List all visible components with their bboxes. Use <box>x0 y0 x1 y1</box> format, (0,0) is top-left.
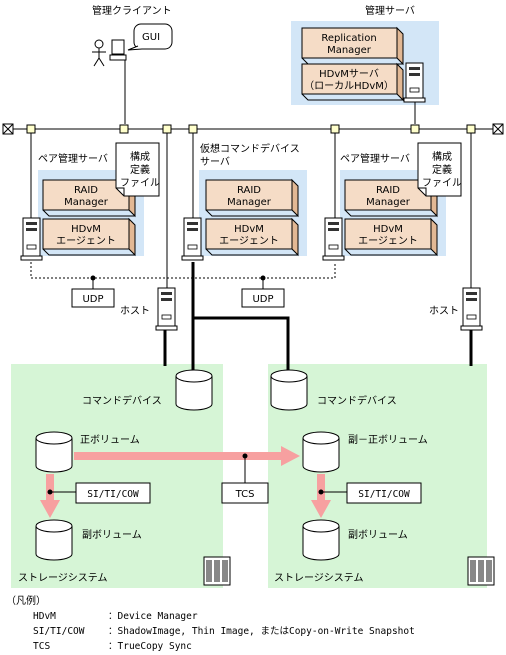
secondary-volume-left-cylinder <box>35 519 73 561</box>
si-ti-cow-right-box: SI/TI/COW <box>346 482 422 504</box>
secondary-volume-right-label: 副ボリューム <box>348 529 408 541</box>
hdvm-agent-left-box: HDvM エージェント <box>42 217 136 257</box>
gui-label: GUI <box>142 32 160 43</box>
secondary-volume-right-cylinder <box>302 519 340 561</box>
legend-term-tcs: TCS <box>33 641 50 652</box>
udp-link-lines <box>30 262 336 289</box>
svg-text:Manager: Manager <box>327 45 372 56</box>
config-file-left-icon: 構成 定義 ファイル <box>115 142 160 197</box>
udp-box-right: UDP <box>241 288 285 308</box>
hdvm-agent-right-box: HDvM エージェント <box>344 217 438 257</box>
svg-text:UDP: UDP <box>252 294 273 305</box>
virtual-cmd-server-tower-icon <box>181 217 204 261</box>
svg-text:構成: 構成 <box>130 150 150 163</box>
storage-system-left-label: ストレージシステム <box>18 572 108 584</box>
udp-junction-right <box>260 275 266 281</box>
legend-term-si: SI/TI/COW <box>33 626 85 637</box>
host-right-tower-icon <box>460 287 483 331</box>
svg-text:RAID: RAID <box>376 185 400 196</box>
storage-rack-right-icon <box>467 556 495 586</box>
udp-box-left: UDP <box>71 288 115 308</box>
svg-text:構成: 構成 <box>432 150 452 163</box>
svg-text:Manager: Manager <box>64 197 109 208</box>
svg-text:RAID: RAID <box>74 185 98 196</box>
legend-title: （凡例） <box>6 594 46 607</box>
svg-text:Manager: Manager <box>227 197 272 208</box>
pair-server-right-tower-icon <box>322 217 345 261</box>
svg-text:（ローカルHDvM）: （ローカルHDvM） <box>304 80 394 92</box>
command-device-right-cylinder <box>270 369 308 411</box>
primary-volume-label: 正ボリューム <box>80 434 140 446</box>
virtual-cmd-server-label-1: 仮想コマンドデバイス <box>200 142 300 155</box>
mgmt-server-tower-icon <box>403 62 426 103</box>
svg-text:ファイル: ファイル <box>120 178 160 189</box>
mgmt-client-label: 管理クライアント <box>92 4 172 17</box>
pair-server-right-label: ペア管理サーバ <box>340 152 410 165</box>
svg-text:HDvM: HDvM <box>373 224 403 235</box>
svg-text:RAID: RAID <box>237 185 261 196</box>
command-device-left-label: コマンドデバイス <box>82 394 162 407</box>
command-device-right-label: コマンドデバイス <box>317 394 397 407</box>
svg-text:定義: 定義 <box>432 163 452 176</box>
svg-text:SI/TI/COW: SI/TI/COW <box>87 489 139 500</box>
host-right-label: ホスト <box>429 305 459 317</box>
si-ti-cow-left-box: SI/TI/COW <box>75 482 151 504</box>
svg-text:エージェント: エージェント <box>56 236 116 247</box>
legend-term-hdvm: HDvM <box>33 611 56 622</box>
hdvm-agent-center-box: HDvM エージェント <box>205 217 299 257</box>
pair-server-left-label: ペア管理サーバ <box>38 152 108 165</box>
storage-rack-left-icon <box>203 556 231 586</box>
replication-manager-box: Replication Manager <box>301 26 404 66</box>
svg-text:HDvMサーバ: HDvMサーバ <box>319 68 379 80</box>
tcs-box: TCS <box>221 482 269 504</box>
svg-text:HDvM: HDvM <box>234 224 264 235</box>
network-bus <box>2 123 504 135</box>
config-file-right-icon: 構成 定義 ファイル <box>417 142 462 197</box>
host-left-label: ホスト <box>120 305 150 317</box>
secondary-volume-left-label: 副ボリューム <box>82 529 142 541</box>
svg-text:TCS: TCS <box>235 489 255 500</box>
svg-text:エージェント: エージェント <box>358 236 418 247</box>
primary-volume-cylinder <box>35 431 73 473</box>
svg-text:定義: 定義 <box>130 163 150 176</box>
udp-junction-left <box>90 275 96 281</box>
virtual-cmd-server-label-2: サーバ <box>200 156 230 168</box>
svg-text:SI/TI/COW: SI/TI/COW <box>358 489 410 500</box>
storage-system-right-label: ストレージシステム <box>274 572 364 584</box>
secondary-primary-volume-label: 副－正ボリューム <box>348 434 428 446</box>
svg-text:HDvM: HDvM <box>71 224 101 235</box>
raid-manager-center-box: RAID Manager <box>205 178 299 218</box>
fc-links <box>163 262 473 370</box>
tcs-arrowhead <box>281 446 300 466</box>
legend-desc-tcs: ：TrueCopy Sync <box>108 641 192 652</box>
hdvm-server-box: HDvMサーバ （ローカルHDvM） <box>301 62 404 102</box>
legend-desc-si: ：ShadowImage, Thin Image, またはCopy-on-Wri… <box>108 626 415 637</box>
legend-desc-hdvm: ：Device Manager <box>108 611 198 622</box>
client-user-icon <box>92 39 127 67</box>
pair-server-left-tower-icon <box>20 217 43 261</box>
host-left-tower-icon <box>155 287 178 331</box>
gui-callout: GUI <box>127 23 173 51</box>
svg-text:ファイル: ファイル <box>422 178 462 189</box>
svg-text:Manager: Manager <box>366 197 411 208</box>
mgmt-server-label: 管理サーバ <box>365 4 415 17</box>
svg-text:UDP: UDP <box>82 294 103 305</box>
svg-text:エージェント: エージェント <box>219 236 279 247</box>
svg-text:Replication: Replication <box>321 33 376 44</box>
command-device-left-cylinder <box>175 369 213 411</box>
secondary-primary-volume-cylinder <box>302 431 340 473</box>
